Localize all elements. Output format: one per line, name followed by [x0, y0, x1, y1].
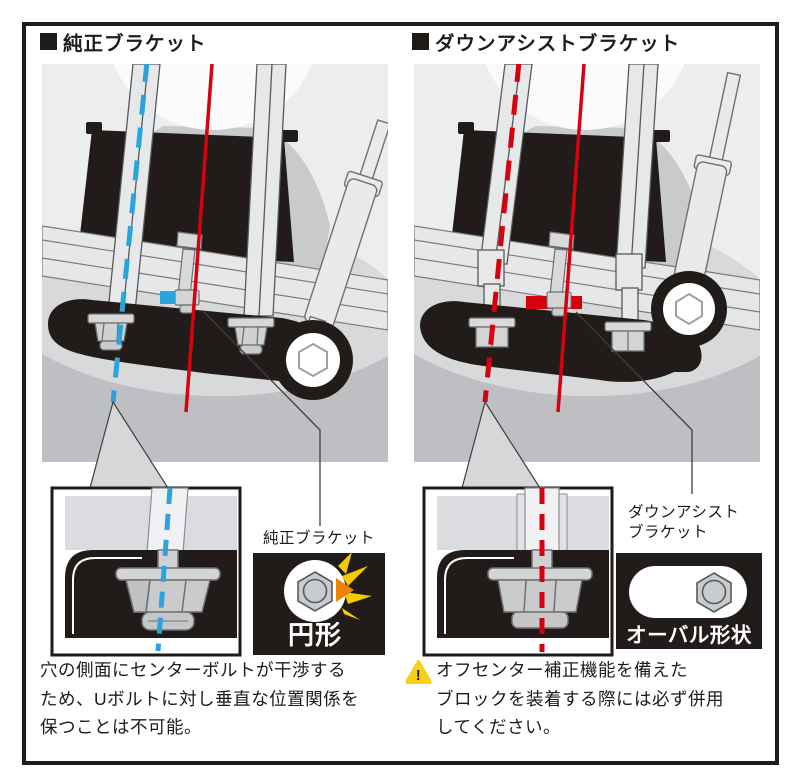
- center-bolt-axis-line: [184, 64, 214, 413]
- callout-leader-line: [575, 311, 693, 494]
- u-bolt-right: [243, 64, 287, 317]
- spark-icon: [336, 552, 372, 620]
- warning-glyph: !: [416, 667, 422, 684]
- hex-bolt-icon: [297, 571, 333, 612]
- assist-sleeve-wall: [516, 493, 526, 553]
- interference-marker: [160, 291, 175, 304]
- section-title-genuine: 純正ブラケット: [40, 27, 207, 56]
- section-title-down-assist: ダウンアシストブラケット: [412, 27, 680, 56]
- u-bolt-left: [477, 64, 533, 321]
- shock-mount-bolt: [273, 320, 353, 400]
- flange-nut-enlarged: [115, 549, 221, 631]
- hole-shape-box-oval: オーバル形状: [616, 553, 762, 649]
- section-title-text: ダウンアシストブラケット: [435, 33, 681, 55]
- flange-nut-right: [227, 317, 275, 355]
- shock-mount-bolt: [651, 271, 727, 347]
- shape-caption: 円形: [288, 620, 342, 650]
- description-line: ため、Uボルトに対し垂直な位置関係を: [40, 688, 360, 709]
- description-line: オフセンター補正機能を備えた: [436, 660, 688, 680]
- flange-nut-right: [604, 321, 652, 352]
- genuine-bracket-illustration: 純正ブラケット 円形: [42, 64, 388, 657]
- shape-caption: オーバル形状: [626, 623, 752, 647]
- hex-bolt-icon: [696, 572, 732, 613]
- description-line: 穴の側面にセンターボルトが干渉する: [40, 660, 346, 680]
- hole-shape-box-circular: 円形: [253, 552, 385, 655]
- assist-sleeve-wall: [558, 493, 568, 553]
- down-assist-bracket-illustration: ダウンアシスト ブラケット オーバル形状: [414, 64, 762, 657]
- warning-icon: !: [405, 659, 432, 684]
- magnified-inset: [422, 486, 614, 657]
- callout-label-line2: ブラケット: [628, 522, 708, 541]
- magnified-inset: [50, 486, 242, 657]
- callout-leader-line: [203, 311, 321, 526]
- genuine-description: 穴の側面にセンターボルトが干渉する ため、Uボルトに対し垂直な位置関係を 保つこ…: [40, 656, 396, 742]
- description-line: 保つことは不可能。: [40, 717, 202, 737]
- callout-label: 純正ブラケット: [263, 528, 375, 547]
- assist-sleeve: [615, 253, 643, 291]
- description-line: ブロックを装着する際には必ず併用: [436, 688, 724, 709]
- u-bolt-axis-line: [482, 64, 522, 403]
- description-line: してください。: [436, 717, 561, 737]
- center-bolt: [176, 231, 203, 297]
- center-bolt-axis-line: [556, 64, 586, 413]
- title-square-marker: [40, 33, 57, 50]
- center-bolt: [548, 231, 575, 297]
- u-bolt-axis-line: [110, 64, 150, 403]
- callout-label-line1: ダウンアシスト: [628, 503, 739, 521]
- description-lines: オフセンター補正機能を備えた ブロックを装着する際には必ず併用 してください。: [436, 656, 724, 742]
- u-bolt-axis-line-enlarged: [155, 487, 173, 652]
- section-title-text: 純正ブラケット: [63, 33, 207, 55]
- title-square-marker: [412, 33, 429, 50]
- down-assist-description: ! オフセンター補正機能を備えた ブロックを装着する際には必ず併用 してください…: [405, 656, 775, 742]
